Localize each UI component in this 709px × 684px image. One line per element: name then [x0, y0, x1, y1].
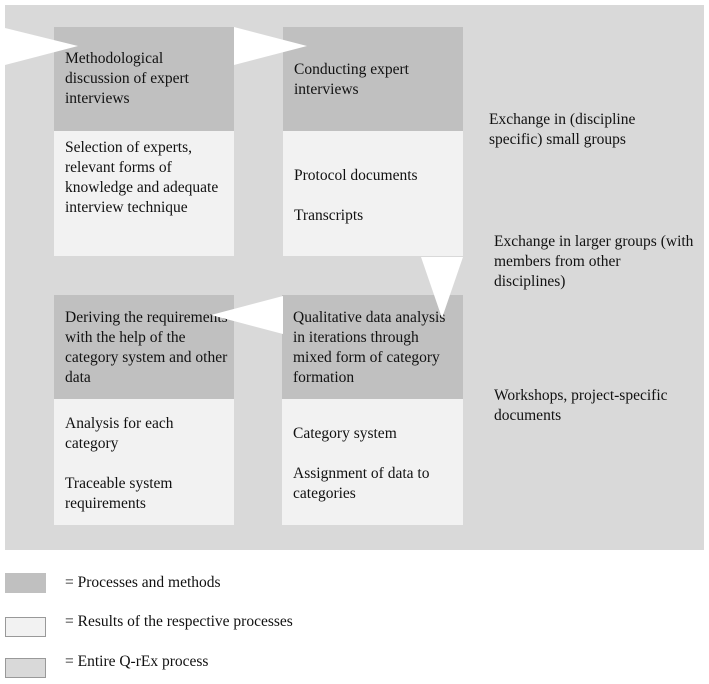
- legend-swatch-processes: [5, 573, 46, 593]
- side-note-workshops: Workshops, project-specific documents: [494, 387, 668, 424]
- result-label-traceable-requirements: Traceable system requirements: [65, 475, 173, 512]
- process-box-qualitative-analysis: [282, 295, 463, 399]
- result-label-category-system: Category system: [293, 425, 397, 442]
- results-box-conducting-interviews: [283, 131, 463, 256]
- legend-label-entire-process: = Entire Q-rEx process: [65, 653, 209, 670]
- legend-label-results: = Results of the respective processes: [65, 613, 293, 630]
- results-box-deriving-requirements: [54, 399, 234, 525]
- legend-swatch-entire-process: [5, 658, 46, 678]
- result-label-protocol-documents: Protocol documents: [294, 167, 418, 184]
- process-label-methodological-discussion: Methodological discussion of expert inte…: [65, 50, 189, 107]
- arrow-to-deriving: [211, 296, 283, 334]
- results-box-methodological-discussion: [54, 131, 234, 256]
- entry-arrow: [5, 28, 78, 65]
- result-label-analysis-per-category: Analysis for each category: [65, 415, 174, 452]
- process-box-deriving-requirements: [54, 295, 234, 399]
- process-label-qualitative-analysis: Qualitative data analysis in iterations …: [293, 309, 446, 386]
- process-label-conducting-interviews: Conducting expert interviews: [294, 61, 409, 98]
- side-note-small-groups: Exchange in (discipline specific) small …: [489, 111, 636, 148]
- process-label-deriving-requirements: Deriving the requirements with the help …: [65, 309, 228, 386]
- process-box-methodological-discussion: [54, 27, 234, 131]
- arrow-to-conducting: [234, 27, 307, 65]
- legend-swatch-results: [5, 617, 46, 637]
- result-label-assignment-of-data: Assignment of data to categories: [293, 465, 430, 502]
- result-label-selection-of-experts: Selection of experts, relevant forms of …: [65, 139, 219, 216]
- results-box-qualitative-analysis: [282, 399, 463, 525]
- process-box-conducting-interviews: [283, 27, 463, 131]
- legend-label-processes: = Processes and methods: [65, 574, 221, 591]
- arrow-to-analysis: [421, 257, 463, 318]
- side-note-larger-groups: Exchange in larger groups (with members …: [494, 233, 694, 290]
- result-label-transcripts: Transcripts: [294, 207, 364, 224]
